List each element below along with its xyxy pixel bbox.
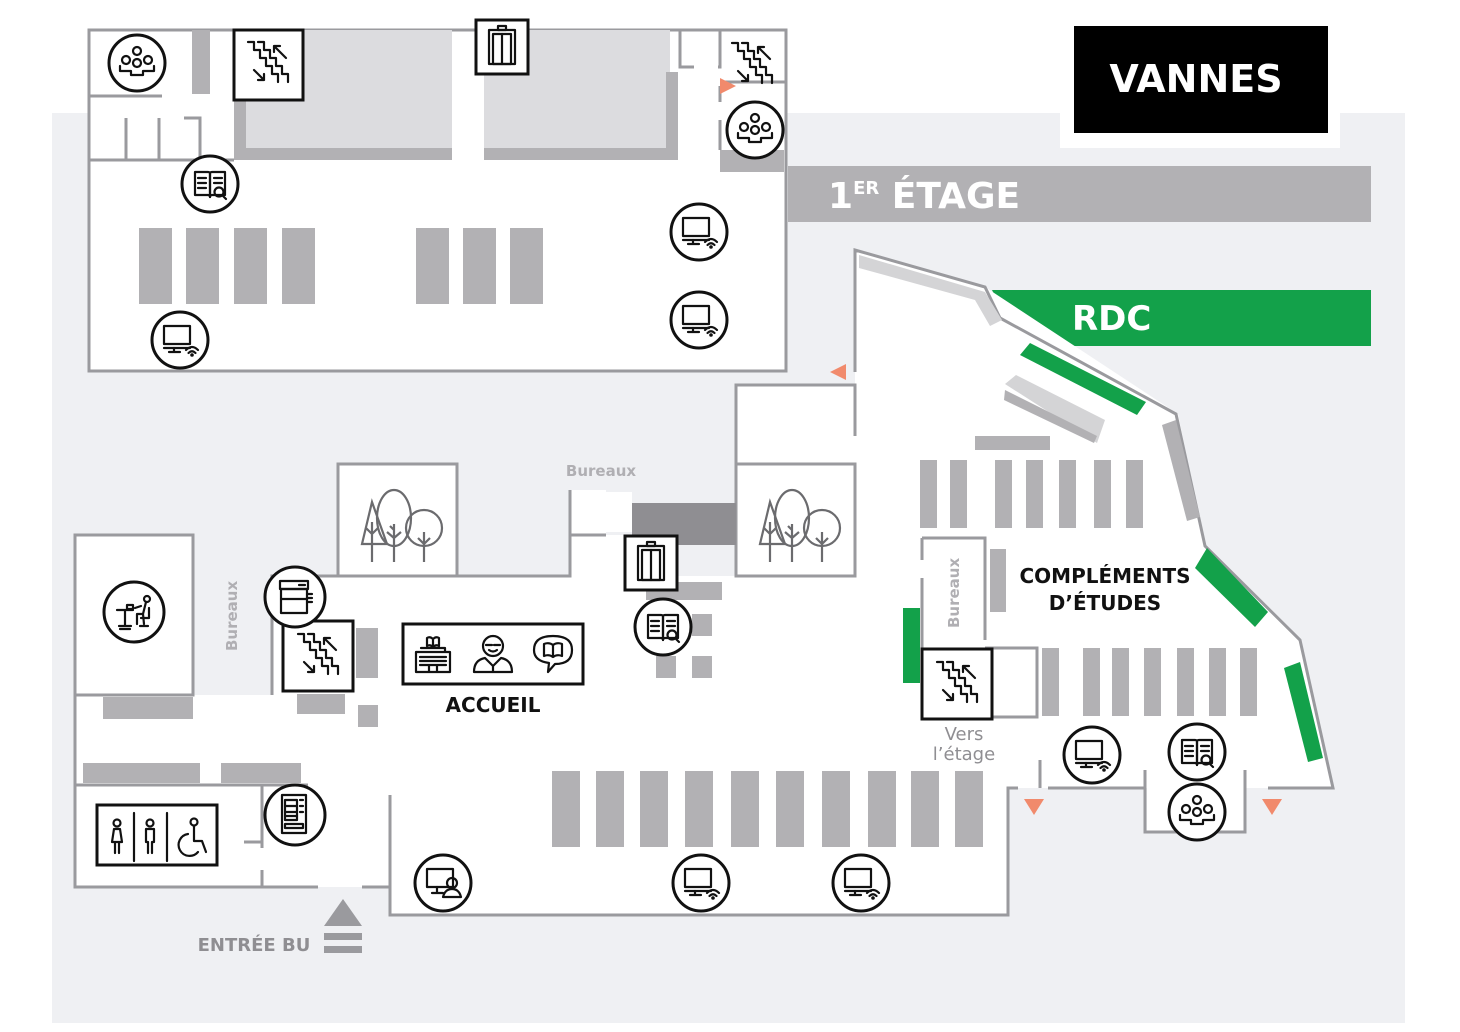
exit-marker	[720, 78, 736, 94]
exit-marker	[830, 364, 846, 380]
vending-machine-icon[interactable]	[263, 783, 327, 847]
assisted-computer-icon[interactable]	[413, 853, 473, 913]
ground-floor-plan	[73, 248, 1335, 953]
bureaux-label-left: Bureaux	[223, 581, 241, 651]
workstation-desk-icon[interactable]	[102, 580, 166, 644]
accueil-desk[interactable]	[401, 622, 585, 686]
catalog-search-icon[interactable]	[180, 154, 240, 214]
floor-1-number: 1	[828, 176, 853, 217]
reading-help-bubble-icon	[532, 634, 574, 674]
floor-label-1er-etage[interactable]: 1ER ÉTAGE	[788, 166, 1371, 222]
vers-etage-label-line1: Vers	[945, 724, 984, 745]
wifi-computer-icon[interactable]	[831, 853, 891, 913]
accueil-label: ACCUEIL	[446, 693, 541, 717]
complements-label-line1: COMPLÉMENTS	[1020, 564, 1191, 588]
campus-title-box	[1074, 26, 1328, 133]
exit-marker	[1262, 799, 1282, 815]
floor-rdc-name: RDC	[1072, 299, 1151, 339]
bureaux-label-top: Bureaux	[566, 462, 636, 480]
group-work-room-icon[interactable]	[725, 100, 785, 160]
bureaux-label-right: Bureaux	[945, 558, 963, 628]
stairs-icon[interactable]	[920, 647, 994, 721]
floor-1-name: ÉTAGE	[879, 175, 1020, 217]
toilets-women-icon	[110, 818, 124, 855]
entrance-arrow[interactable]	[324, 899, 362, 953]
campus-title: VANNES	[1109, 57, 1282, 101]
catalog-search-icon[interactable]	[633, 597, 693, 657]
accessible-toilet-icon	[177, 817, 208, 857]
catalog-search-icon[interactable]	[1167, 722, 1227, 782]
elevator-icon[interactable]	[623, 534, 679, 592]
library-building-icon	[414, 636, 452, 674]
exit-marker	[1024, 799, 1044, 815]
wifi-computer-icon[interactable]	[1062, 725, 1122, 785]
group-work-room-icon[interactable]	[1167, 782, 1227, 842]
toilets-men-icon	[144, 818, 156, 855]
complements-label-line2: D’ÉTUDES	[1049, 591, 1161, 615]
wifi-computer-icon[interactable]	[671, 853, 731, 913]
stairs-icon[interactable]	[232, 28, 305, 102]
group-work-room-icon[interactable]	[107, 33, 167, 93]
wifi-computer-icon[interactable]	[669, 290, 729, 350]
entrance-label: ENTRÉE BU	[198, 934, 311, 956]
floor-1-sup: ER	[853, 178, 879, 199]
vers-etage-label-line2: l’étage	[933, 744, 995, 765]
stairs-icon[interactable]	[281, 619, 355, 693]
toilets[interactable]	[95, 803, 219, 867]
librarian-icon	[472, 634, 514, 674]
photocopier-icon[interactable]	[263, 565, 327, 629]
wifi-computer-icon[interactable]	[150, 310, 210, 370]
floor-label-rdc[interactable]: RDC	[992, 290, 1371, 346]
wifi-computer-icon[interactable]	[669, 202, 729, 262]
shelves-ground-floor	[83, 460, 1257, 847]
svg-text:1ER ÉTAGE: 1ER ÉTAGE	[828, 175, 1020, 217]
elevator-icon[interactable]	[474, 18, 530, 76]
shelves-first-floor	[139, 228, 543, 304]
